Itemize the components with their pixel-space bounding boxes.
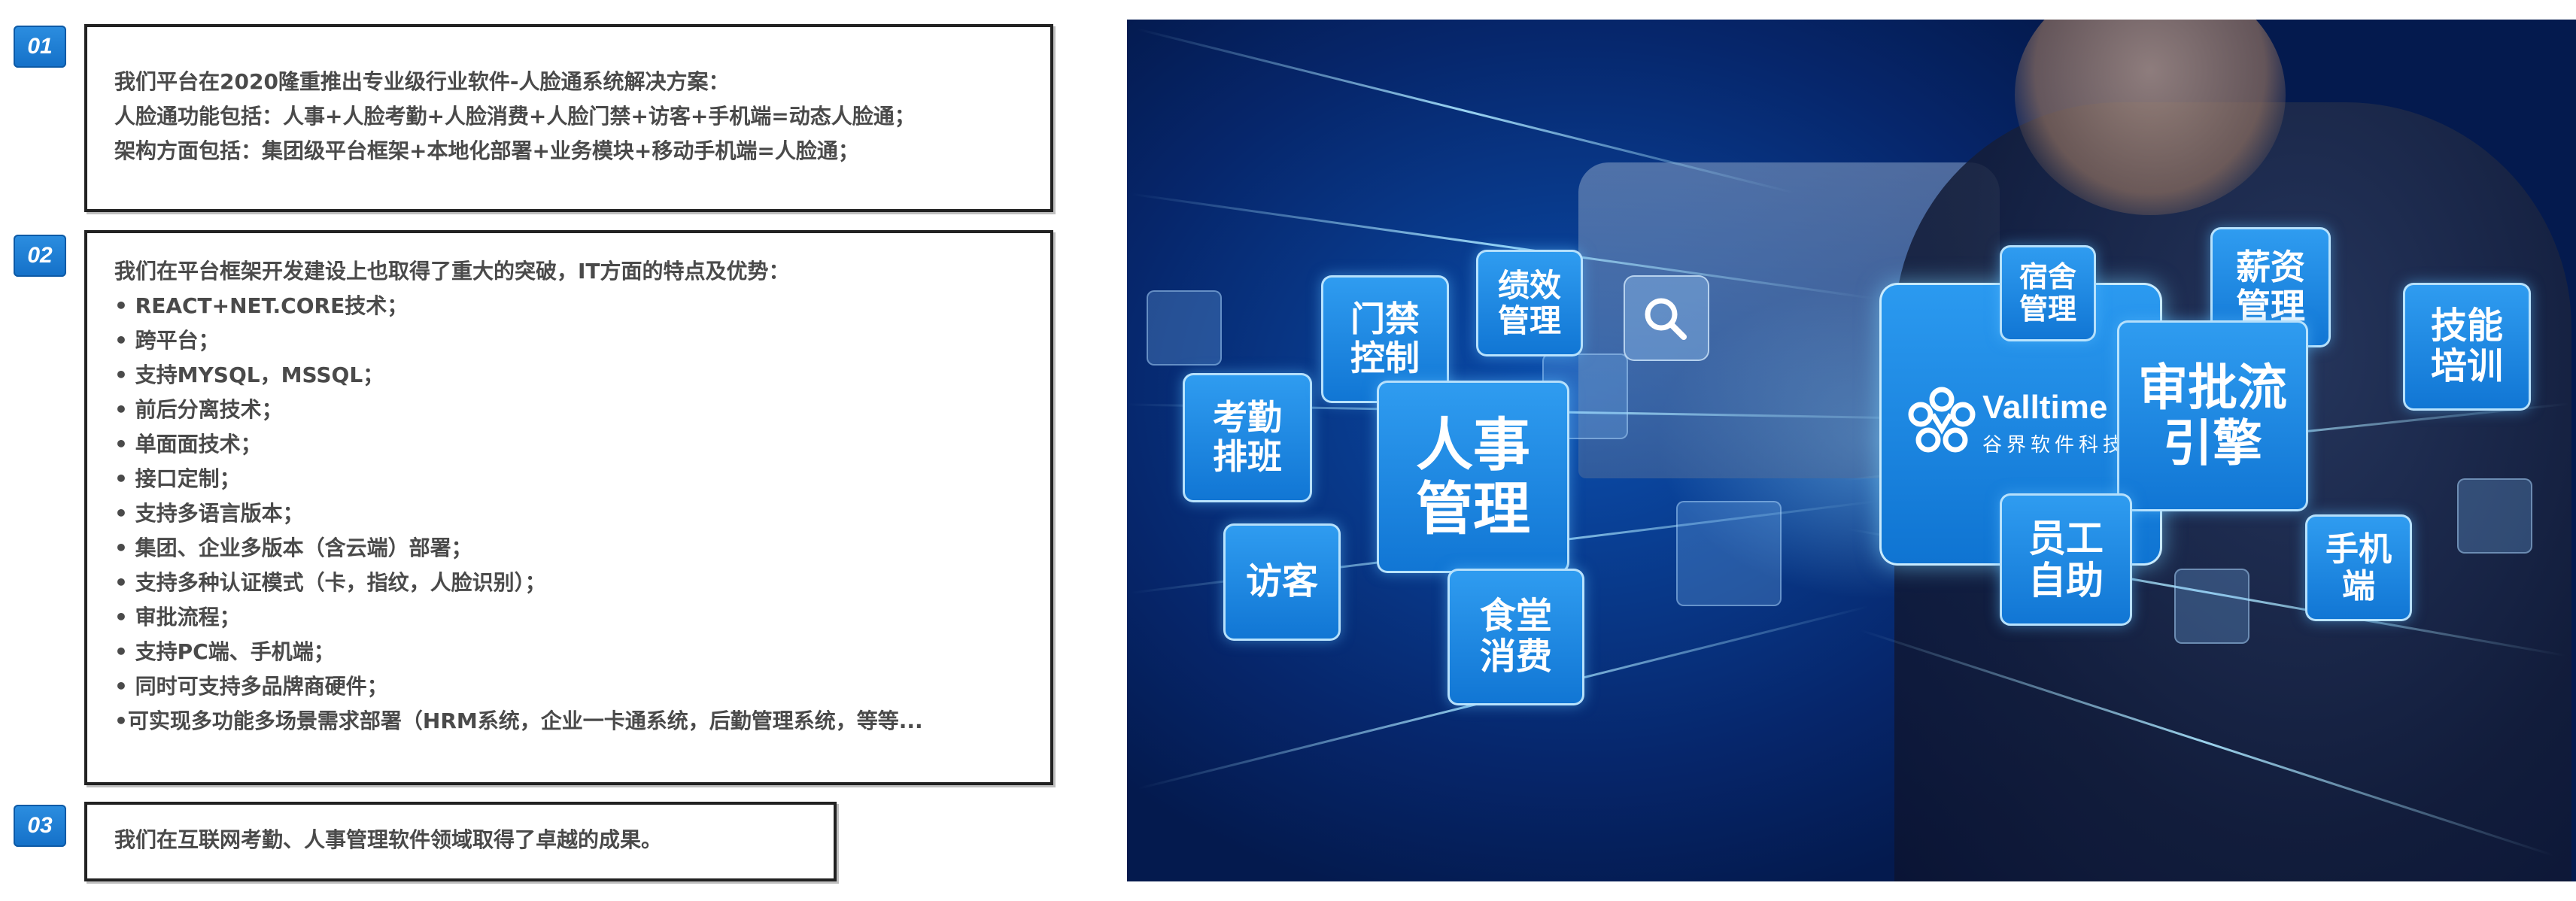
tile-skills: 技能 培训 bbox=[2403, 283, 2531, 411]
tile-approval: 审批流 引擎 bbox=[2117, 320, 2308, 511]
section-2-line: • 接口定制； bbox=[114, 466, 241, 491]
section-2-line: 我们在平台框架开发建设上也取得了重大的突破，IT方面的特点及优势： bbox=[114, 259, 790, 284]
section-2-line: • 支持多语言版本； bbox=[114, 501, 304, 526]
section-1-line: 人脸通功能包括：人事+人脸考勤+人脸消费+人脸门禁+访客+手机端=动态人脸通； bbox=[114, 104, 916, 129]
tile-canteen: 食堂 消费 bbox=[1447, 569, 1584, 705]
section-2-line: • REACT+NET.CORE技术； bbox=[114, 293, 409, 318]
person-head bbox=[2015, 20, 2286, 215]
section-3-badge: 03 bbox=[14, 805, 66, 847]
section-2-line: • 前后分离技术； bbox=[114, 397, 283, 422]
ghost-tile bbox=[1147, 290, 1222, 366]
section-2-line: •可实现多功能多场景需求部署（HRM系统，企业一卡通系统，后勤管理系统，等等..… bbox=[114, 708, 923, 733]
ghost-tile bbox=[2174, 569, 2249, 644]
tile-self-service: 员工 自助 bbox=[2000, 493, 2132, 626]
section-1-line: 架构方面包括：集团级平台框架+本地化部署+业务模块+移动手机端=人脸通； bbox=[114, 138, 859, 163]
tile-mobile: 手机 端 bbox=[2305, 514, 2412, 621]
tile-performance: 绩效 管理 bbox=[1476, 250, 1583, 356]
brand-name: Valltime bbox=[1982, 389, 2108, 426]
ghost-tile bbox=[2457, 478, 2532, 554]
section-2-line: • 单面面技术； bbox=[114, 432, 262, 457]
tile-visitor: 访客 bbox=[1223, 523, 1341, 641]
section-2-line: • 支持多种认证模式（卡，指纹，人脸识别）； bbox=[114, 570, 546, 595]
ghost-tile bbox=[1676, 501, 1782, 606]
tile-dorm: 宿舍 管理 bbox=[2000, 245, 2096, 341]
section-2-line: • 审批流程； bbox=[114, 605, 241, 629]
section-3-box: 我们在互联网考勤、人事管理软件领域取得了卓越的成果。 bbox=[84, 802, 837, 881]
section-1-box: 我们平台在2020隆重推出专业级行业软件-人脸通系统解决方案： 人脸通功能包括：… bbox=[84, 24, 1053, 212]
section-2-line: • 集团、企业多版本（含云端）部署； bbox=[114, 535, 472, 560]
section-1-badge: 01 bbox=[14, 26, 66, 68]
search-tile bbox=[1624, 275, 1709, 361]
section-2-line: • 支持PC端、手机端； bbox=[114, 639, 335, 664]
search-icon bbox=[1645, 298, 1687, 340]
section-3-line: 我们在互联网考勤、人事管理软件领域取得了卓越的成果。 bbox=[114, 827, 663, 852]
section-1-line: 我们平台在2020隆重推出专业级行业软件-人脸通系统解决方案： bbox=[114, 69, 730, 94]
brand-subtitle: 谷界软件科技 bbox=[1982, 434, 2128, 457]
hero-image: 考勤 排班 门禁 控制 绩效 管理 人事 管理 访客 食堂 消费 Valltim… bbox=[1127, 20, 2576, 881]
light-streak bbox=[1137, 28, 1794, 194]
section-2-line: • 同时可支持多品牌商硬件； bbox=[114, 674, 388, 699]
section-2-box: 我们在平台框架开发建设上也取得了重大的突破，IT方面的特点及优势： • REAC… bbox=[84, 230, 1053, 785]
section-2-badge: 02 bbox=[14, 235, 66, 277]
section-2-line: • 支持MYSQL，MSSQL； bbox=[114, 363, 384, 387]
tile-hr: 人事 管理 bbox=[1377, 381, 1569, 573]
section-2-line: • 跨平台； bbox=[114, 328, 220, 353]
tile-attendance: 考勤 排班 bbox=[1183, 373, 1312, 502]
brand-logo-icon bbox=[1908, 387, 1976, 453]
